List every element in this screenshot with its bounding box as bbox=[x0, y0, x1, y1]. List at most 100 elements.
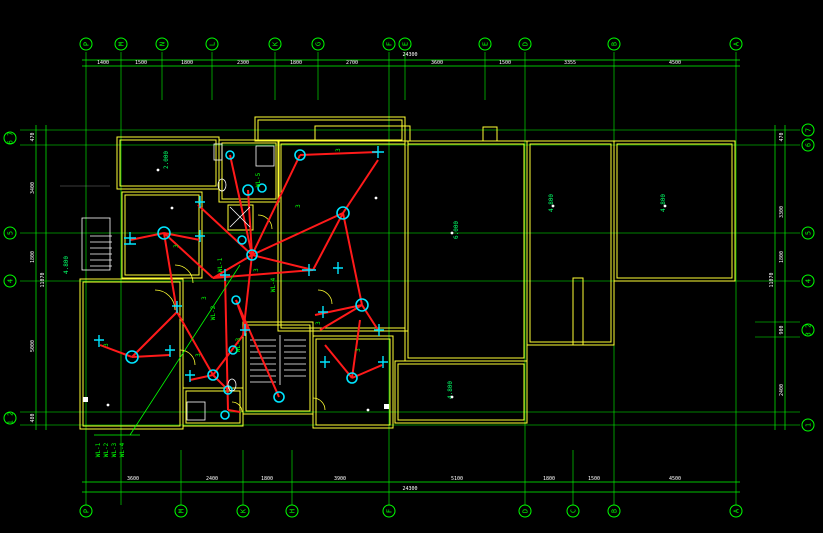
small-markers bbox=[83, 168, 667, 412]
axis-label: 5 bbox=[805, 231, 813, 235]
axis-label: C bbox=[570, 509, 578, 513]
axis-bubble: D bbox=[518, 37, 532, 51]
axis-label: K bbox=[272, 41, 280, 46]
ceiling-light-icon bbox=[220, 410, 230, 420]
axis-label: 6 bbox=[805, 143, 813, 147]
plumbing-fixtures bbox=[81, 143, 275, 421]
axis-bubble: A bbox=[729, 504, 743, 518]
axis-bubble: 6 bbox=[801, 138, 815, 152]
ceiling-light-icon bbox=[294, 149, 306, 161]
axis-label: B bbox=[611, 42, 619, 46]
dimension-value: 900 bbox=[779, 325, 785, 334]
dimension-value: 2400 bbox=[206, 476, 218, 482]
axis-bubble: F bbox=[382, 37, 396, 51]
axis-label: B bbox=[611, 509, 619, 513]
axis-bubble: M bbox=[174, 504, 188, 518]
legend-label: WL-3 bbox=[111, 442, 118, 457]
walls bbox=[79, 116, 736, 430]
axis-label: N bbox=[159, 42, 167, 46]
axis-label: A bbox=[733, 41, 741, 46]
legend-label: WL-1 bbox=[95, 442, 102, 457]
dimension-value: 3900 bbox=[334, 476, 346, 482]
dimension-value: 1800 bbox=[181, 60, 193, 66]
ceiling-light-icon bbox=[228, 345, 238, 355]
axis-bubble: B bbox=[607, 37, 621, 51]
dimension-value: 1800 bbox=[261, 476, 273, 482]
dimension-value: 4500 bbox=[669, 60, 681, 66]
axis-label: E bbox=[482, 42, 490, 46]
axis-label: K bbox=[240, 508, 248, 513]
door-swings bbox=[154, 214, 333, 413]
axis-bubble: F bbox=[382, 504, 396, 518]
axis-label: 5 bbox=[7, 231, 15, 235]
dimension-value: 2400 bbox=[779, 384, 785, 396]
legend-label: WL-2 bbox=[103, 442, 110, 457]
room-area-label: 6.000 bbox=[453, 221, 460, 239]
axis-bubble: K bbox=[268, 37, 282, 51]
axis-bubble: 6 7 bbox=[3, 131, 17, 145]
axis-bubble: B bbox=[607, 504, 621, 518]
room-area-label: 2.000 bbox=[163, 151, 170, 169]
fixture-label: WL-4 bbox=[270, 277, 277, 292]
axis-bubble: P bbox=[79, 37, 93, 51]
axis-label: P bbox=[83, 509, 91, 513]
dimension-value: 470 bbox=[30, 132, 36, 141]
dimension-value: 2300 bbox=[237, 60, 249, 66]
dimension-value: 3355 bbox=[564, 60, 576, 66]
fixture-label: 3 bbox=[173, 244, 180, 248]
axis-label: 3 2 bbox=[805, 324, 813, 337]
room-area-label: 4.800 bbox=[63, 256, 70, 274]
fixture-label: 3 bbox=[315, 321, 322, 325]
dimension-value: 1500 bbox=[135, 60, 147, 66]
axis-label: D bbox=[522, 42, 530, 46]
fixture-label: WL-1 bbox=[217, 257, 224, 272]
dimension-value: 24300 bbox=[402, 52, 417, 58]
fixture-label: 3 bbox=[103, 343, 110, 347]
dimension-value: 5100 bbox=[451, 476, 463, 482]
axis-label: A bbox=[733, 508, 741, 513]
axis-label: 4 bbox=[805, 279, 813, 283]
legend-label: WL-4 bbox=[119, 442, 126, 457]
dimension-value: 1800 bbox=[290, 60, 302, 66]
axis-bubble: M bbox=[114, 37, 128, 51]
dimension-value: 3600 bbox=[127, 476, 139, 482]
ceiling-light-icon bbox=[355, 298, 369, 312]
axis-bubble: 7 bbox=[801, 123, 815, 137]
axis-label: H bbox=[289, 509, 297, 513]
dimension-value: 470 bbox=[779, 132, 785, 141]
fixture-label: 3 bbox=[295, 204, 302, 208]
ceiling-light-icon bbox=[257, 183, 267, 193]
fixture-label: WL-5 bbox=[255, 172, 262, 187]
room-area-label: 4.800 bbox=[447, 381, 454, 399]
wiring-lines bbox=[99, 151, 383, 413]
ceiling-light-icon bbox=[207, 369, 219, 381]
dimension-lines bbox=[35, 59, 786, 493]
axis-label: G bbox=[315, 42, 323, 46]
ceiling-light-icon bbox=[237, 235, 247, 245]
dimension-value: 1800 bbox=[543, 476, 555, 482]
axis-bubble: N bbox=[155, 37, 169, 51]
dimension-value: 11070 bbox=[40, 272, 46, 287]
axis-bubble: 4 bbox=[801, 274, 815, 288]
axis-bubble: A bbox=[729, 37, 743, 51]
fixture-label: 3 bbox=[201, 296, 208, 300]
axis-bubble: 5 bbox=[3, 226, 17, 240]
dimension-value: 3400 bbox=[30, 182, 36, 194]
axis-label: M bbox=[118, 42, 126, 46]
axis-label: M bbox=[178, 509, 186, 513]
fixture-label: 3 bbox=[253, 268, 260, 272]
fixture-label: 3 bbox=[335, 148, 342, 152]
ceiling-light-icon bbox=[336, 206, 350, 220]
axis-bubble: K bbox=[236, 504, 250, 518]
axis-bubble: H bbox=[285, 504, 299, 518]
axis-label: 6 7 bbox=[7, 132, 15, 145]
room-area-label: 4.800 bbox=[660, 194, 667, 212]
axis-bubble: D bbox=[518, 504, 532, 518]
